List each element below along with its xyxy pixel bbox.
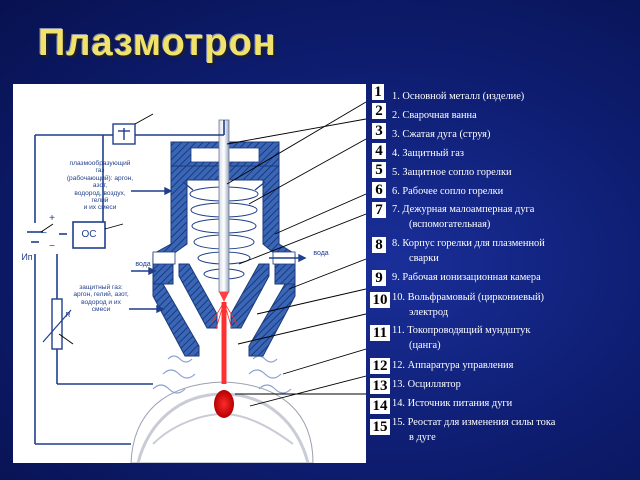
number-badge-3: 3: [372, 123, 386, 139]
rheostat-label: R: [65, 312, 71, 319]
legend-text: 11. Токопроводящий мундштук: [392, 325, 531, 336]
weld-pool: [214, 390, 234, 418]
legend-item: 4. Защитный газ: [392, 146, 624, 161]
number-badge-14: 14: [370, 398, 390, 414]
legend-text-cont: (вспомогательная): [409, 219, 491, 230]
shield-gas-label: защитный газ: аргон, гелий, азот, водоро…: [73, 284, 129, 314]
gas-inlet-arrows: [129, 186, 307, 314]
legend-text-cont: в дуге: [409, 432, 436, 443]
electric-circuit: [34, 120, 225, 445]
number-badge-11: 11: [370, 325, 390, 341]
legend-text-cont: (цанга): [409, 340, 441, 351]
legend-item: 8. Корпус горелки для плазменной сварки: [392, 236, 624, 266]
shield-label-line: водород и их: [81, 298, 121, 306]
shield-label-line: смеси: [91, 306, 111, 314]
gas-label-line: плазмообразующий газ: [69, 160, 131, 175]
number-badge-15: 15: [370, 419, 390, 435]
power-source-label: Ип: [21, 252, 33, 262]
legend-text: 13. Осциллятор: [392, 379, 461, 390]
oscillator-box: [72, 221, 106, 249]
legend-item: 11. Токопроводящий мундштук (цанга): [392, 323, 624, 353]
torch-body: [152, 163, 296, 285]
gas-label-line: и их смеси: [83, 204, 117, 212]
legend-item: 1. Основной металл (изделие): [392, 89, 624, 104]
gas-label-line: (рабочающий): аргон, азот,: [66, 174, 134, 190]
legend-text-cont: сварки: [409, 253, 439, 264]
legend-text: 1. Основной металл (изделие): [392, 91, 525, 102]
legend-item: 3. Сжатая дуга (струя): [392, 127, 624, 142]
legend-text-cont: электрод: [409, 307, 449, 318]
legend-item: 13. Осциллятор: [392, 377, 624, 392]
number-badge-7: 7: [372, 202, 386, 218]
rheostat: [51, 298, 63, 350]
number-badge-2: 2: [372, 103, 386, 119]
minus-sign-2: −: [49, 241, 55, 252]
legend-text: 7. Дежурная малоамперная дуга: [392, 204, 535, 215]
working-nozzle: [178, 263, 218, 329]
number-badge-5: 5: [372, 162, 386, 178]
legend-text: 14. Источник питания дуги: [392, 398, 513, 409]
legend-text: 3. Сжатая дуга (струя): [392, 129, 491, 140]
minus-sign: −: [41, 228, 47, 239]
number-badge-10: 10: [370, 292, 390, 308]
leader-lines: [40, 101, 366, 407]
legend-text: 5. Защитное сопло горелки: [392, 167, 512, 178]
legend-item: 5. Защитное сопло горелки: [392, 165, 624, 180]
legend-item: 15. Реостат для изменения силы тока в дуг…: [392, 415, 624, 445]
number-badge-9: 9: [372, 270, 386, 286]
number-badge-8: 8: [372, 237, 386, 253]
plasma-arc: [210, 301, 238, 384]
shield-nozzle: [152, 283, 200, 357]
plasmatron-drawing: [27, 101, 366, 463]
legend-text: 9. Рабочая ионизационная камера: [392, 272, 541, 283]
oscillator-label: ОС: [81, 229, 97, 240]
number-badge-13: 13: [370, 378, 390, 394]
plasma-gas-label: плазмообразующий газ (рабочающий): аргон…: [65, 160, 135, 212]
legend-item: 14. Источник питания дуги: [392, 396, 624, 411]
legend-text: 12. Аппаратура управления: [392, 360, 514, 371]
legend-item: 6. Рабочее сопло горелки: [392, 184, 624, 199]
legend-item: 9. Рабочая ионизационная камера: [392, 270, 624, 285]
legend-item: 2. Сварочная ванна: [392, 108, 624, 123]
gas-label-line: водород, воздух, гелий: [74, 189, 126, 205]
legend-item: 7. Дежурная малоамперная дуга (вспомогате…: [392, 202, 624, 232]
legend-text: 6. Рабочее сопло горелки: [392, 186, 504, 197]
water-left-label: вода: [135, 261, 151, 268]
legend-text: 15. Реостат для изменения силы тока: [392, 417, 556, 428]
number-badge-4: 4: [372, 143, 386, 159]
plus-sign: +: [49, 213, 55, 224]
shield-label-line: защитный газ:: [79, 284, 123, 291]
number-badge-12: 12: [370, 358, 390, 374]
legend-text: 4. Защитный газ: [392, 148, 464, 159]
tungsten-electrode: [218, 119, 230, 293]
legend-item: 10. Вольфрамовый (циркониевый) электрод: [392, 290, 624, 320]
legend-text: 2. Сварочная ванна: [392, 110, 477, 121]
shield-gas-plume: [152, 355, 292, 394]
page-title: Плазмотрон: [38, 22, 277, 64]
legend-item: 12. Аппаратура управления: [392, 358, 624, 373]
legend-text: 8. Корпус горелки для плазменной: [392, 238, 545, 249]
number-badge-6: 6: [372, 182, 386, 198]
shield-label-line: аргон, гелий, азот,: [73, 291, 129, 299]
water-right-label: вода: [313, 250, 329, 257]
legend-text: 10. Вольфрамовый (циркониевый): [392, 292, 544, 303]
number-badge-1: 1: [372, 84, 384, 100]
plasmatron-diagram: плазмообразующий газ (рабочающий): аргон…: [13, 84, 366, 463]
